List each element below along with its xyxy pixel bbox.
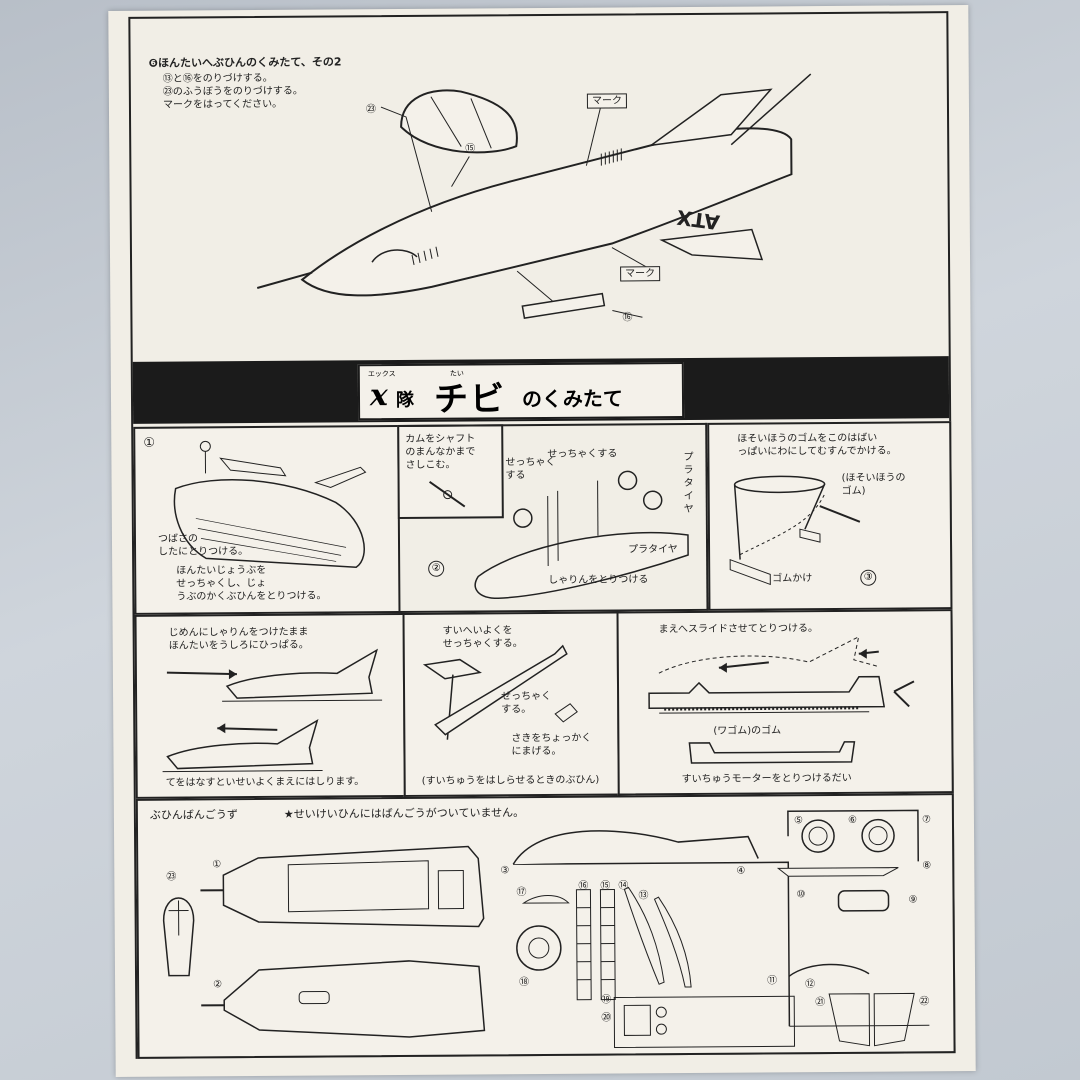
title-box: エックス たい x 隊 チビ のくみたて [357, 362, 685, 421]
part-4-label: ④ [736, 865, 746, 877]
step5-bottom-note: (すいちゅうをはしらせるときのぶひん) [421, 774, 600, 787]
step2-chassis-note: しゃりんをとりつける [548, 574, 649, 586]
part-15-label: ⑮ [600, 880, 611, 892]
step6-panel: まえへスライドさせてとりつける。 (ワゴム)のゴム すいちゅうモーターをとりつけ… [616, 609, 954, 796]
part-14-label: ⑭ [618, 880, 629, 892]
step4-bottom-note: てをはなすといせいよくまえにはしります。 [165, 776, 365, 789]
step6-rubber-label: (ワゴム)のゴム [713, 725, 782, 737]
label-part-23: ㉓ [365, 104, 377, 116]
part-13-label: ⑬ [638, 890, 649, 902]
title-sub: のくみたて [521, 386, 623, 412]
part-3-label: ③ [500, 865, 510, 877]
part-20-label: ⑳ [601, 1012, 612, 1024]
part-6-label: ⑥ [847, 814, 857, 826]
part-5-label: ⑤ [793, 815, 803, 827]
step5-panel: すいへいよくを せっちゃくする。 せっちゃく する。 さきをちょっかく にまげる… [402, 611, 620, 797]
step2-glue2: せっちゃくする [547, 448, 618, 460]
step3-number: ③ [860, 569, 877, 586]
part-19-label: ⑲ [601, 994, 612, 1006]
step2-tire2: プラタイヤ [628, 544, 678, 556]
title-band: エックス たい x 隊 チビ のくみたて [132, 356, 950, 424]
step1-wing-note: つばさの したにとりつける。 [157, 533, 249, 558]
step3-hook-label: ゴムかけ [772, 573, 813, 585]
aircraft-illustration [256, 73, 812, 319]
mark-label-top: マーク [586, 93, 627, 109]
part-18-label: ⑱ [519, 977, 530, 989]
mark-label-bottom: マーク [620, 266, 661, 282]
step1-body-note: ほんたいじょうぶを せっちゃくし、じょ うぶのかくぶひんをとりつける。 [176, 564, 327, 603]
sheet-frame: ❻ほんたいへぶひんのくみたて、その2 ⑬と⑯をのりづけする。 ㉓のふうぼうをのり… [128, 11, 956, 1059]
part-23-label: ㉓ [166, 871, 177, 883]
part-7-label: ⑦ [921, 814, 931, 826]
part-9-label: ⑨ [908, 894, 918, 906]
label-part-15: ⑮ [465, 143, 476, 155]
part-8-label: ⑧ [922, 860, 932, 872]
part-22-label: ㉒ [919, 996, 930, 1008]
step2-number: ② [428, 560, 445, 577]
part-17-label: ⑰ [516, 887, 527, 899]
part-16-label: ⑯ [578, 880, 589, 892]
part-2-label: ② [213, 979, 223, 991]
step3-rubber-label: (ほそいほうの ゴム) [841, 472, 906, 497]
title-x: x [369, 378, 388, 414]
step1-panel: ① つばさの したにとりつける。 ほんたいじょうぶを せっちゃくし、じょ うぶの… [133, 424, 401, 615]
part-10-label: ⑩ [796, 889, 806, 901]
step5-glue-label: せっちゃく する。 [501, 690, 552, 716]
step4-panel: じめんにしゃりんをつけたまま ほんたいをうしろにひっぱる。 てをはなすといせいよ… [134, 612, 406, 799]
label-part-16: ⑯ [622, 312, 633, 324]
part-21-label: ㉑ [815, 997, 826, 1009]
step6-bottom-note: すいちゅうモーターをとりつけるだい [681, 772, 852, 786]
title-tai: 隊 [395, 389, 415, 412]
hull-marking: ATX [675, 205, 722, 235]
step5-bend-note: さきをちょっかく にまげる。 [511, 732, 592, 758]
parts-diagram-panel: ぶひんばんごうず ★せいけいひんにはばんごうがついていません。 [135, 793, 956, 1059]
step2-panel: せっちゃく する せっちゃくする プラタイヤ プラタイヤ ② しゃりんをとりつけ… [397, 422, 709, 614]
part-1-label: ① [212, 859, 222, 871]
instruction-sheet: ❻ほんたいへぶひんのくみたて、その2 ⑬と⑯をのりづけする。 ㉓のふうぼうをのり… [108, 5, 976, 1077]
step2-tire1: プラタイヤ [683, 451, 694, 516]
step3-panel: ほそいほうのゴムをこのはばい っぱいにわにしてむすんでかける。 (ほそいほうの … [707, 421, 953, 611]
part-12-label: ⑫ [805, 979, 816, 991]
part-11-label: ⑪ [767, 975, 778, 987]
step2-cam-panel: カムをシャフト のまんなかまで さしこむ。 [397, 424, 504, 520]
title-main: チビ [433, 379, 507, 420]
